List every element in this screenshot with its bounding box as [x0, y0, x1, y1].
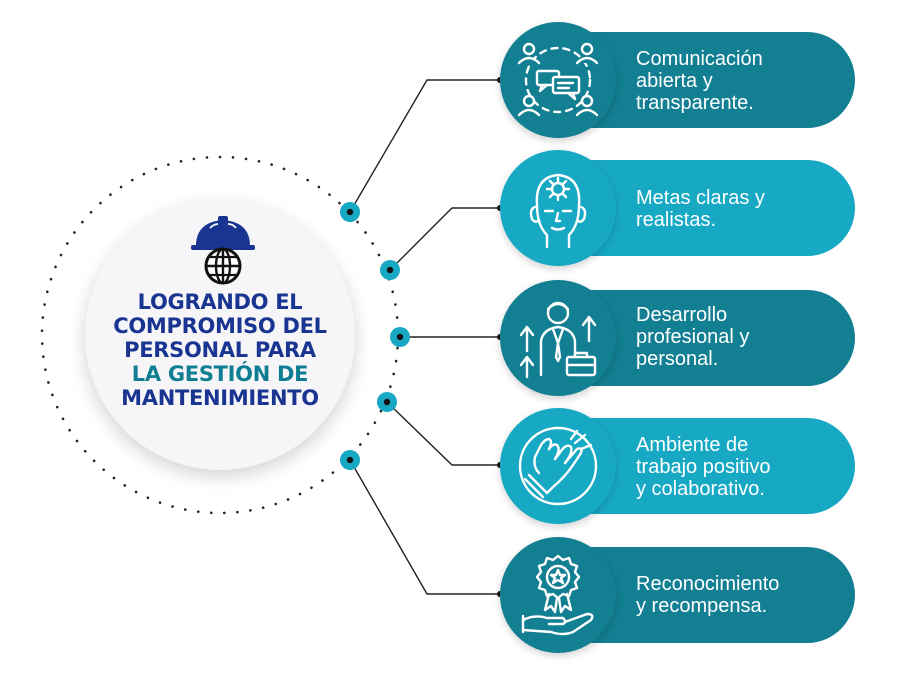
main-title: LOGRANDO EL COMPROMISO DEL PERSONAL PARA…: [95, 290, 345, 410]
title-line-4: LA GESTIÓN DE: [131, 362, 309, 386]
title-line-2: COMPROMISO DEL: [113, 314, 327, 338]
item-text-2: Metas claras y realistas.: [636, 187, 846, 231]
item-2-line-1: Metas claras y: [636, 187, 765, 209]
item-3-line-1: Desarrollo: [636, 304, 728, 326]
connector-line-1: [349, 79, 500, 213]
item-2-line-2: realistas.: [636, 209, 717, 231]
item-1-line-1: Comunicación: [636, 48, 763, 70]
item-5-line-1: Reconocimiento: [636, 573, 780, 595]
item-1-line-3: transparente.: [636, 92, 754, 114]
connector-line-5: [349, 459, 500, 595]
item-4-line-2: trabajo positivo: [636, 456, 771, 478]
connector-line-2: [389, 207, 500, 271]
handshake-icon: [518, 426, 598, 506]
head-gear-icon: [529, 173, 587, 249]
item-text-5: Reconocimiento y recompensa.: [636, 573, 846, 617]
title-line-3: PERSONAL PARA: [124, 338, 316, 362]
title-line-5: MANTENIMIENTO: [121, 386, 319, 410]
connector-nodes: [340, 77, 503, 597]
item-3-line-3: personal.: [636, 348, 719, 370]
item-text-4: Ambiente de trabajo positivo y colaborat…: [636, 434, 846, 500]
professional-growth-icon: [519, 301, 597, 379]
item-5-line-2: y recompensa.: [636, 595, 768, 617]
connector-line-4: [386, 401, 500, 466]
item-text-1: Comunicación abierta y transparente.: [636, 48, 846, 114]
hard-hat-globe-icon: [191, 216, 255, 285]
communication-people-icon: [517, 42, 599, 117]
item-3-line-2: profesional y: [636, 326, 750, 348]
icon-circle-2: [500, 150, 616, 266]
item-1-line-2: abierta y: [636, 70, 713, 92]
award-hand-icon: [521, 554, 594, 636]
title-line-1: LOGRANDO EL: [137, 290, 303, 314]
item-4-line-3: y colaborativo.: [636, 478, 765, 500]
icon-circle-3: [500, 280, 616, 396]
item-4-line-1: Ambiente de: [636, 434, 749, 456]
item-text-3: Desarrollo profesional y personal.: [636, 304, 846, 370]
